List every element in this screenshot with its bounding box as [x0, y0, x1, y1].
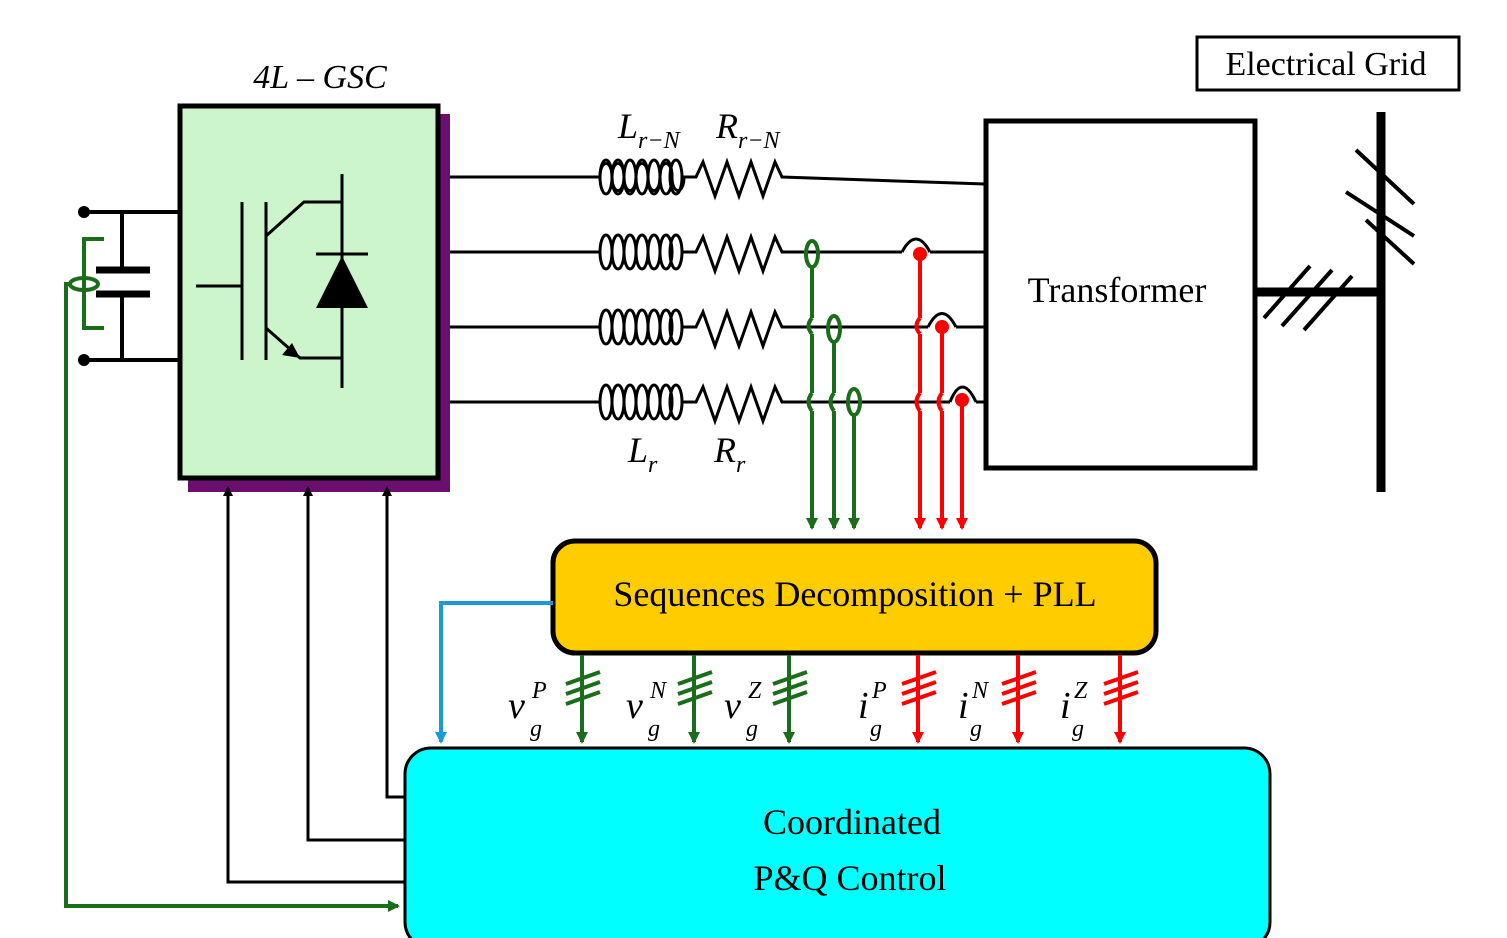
- pll-angle-line: [435, 601, 553, 744]
- phase-inductor-label: Lr: [627, 430, 658, 478]
- dc-link-capacitor: [84, 210, 182, 362]
- current-sensor-b: [935, 320, 949, 334]
- dc-terminal-negative: [78, 354, 90, 366]
- resistor-phase-a: [682, 232, 985, 276]
- dc-voltage-feedback-line: [64, 282, 400, 912]
- transformer-block: [983, 118, 1258, 471]
- signal-igP-label: igP: [858, 678, 887, 742]
- voltage-sense-lines: [804, 239, 862, 530]
- grid-bus: [1255, 112, 1386, 492]
- dc-terminal-positive: [78, 206, 90, 218]
- sequence-decomposition-block: [550, 538, 1159, 656]
- converter-label: 4L – GSC: [253, 59, 387, 96]
- resistor-neutral: [682, 157, 986, 201]
- gate-signal-lines: [223, 486, 405, 884]
- current-sequence-arrows: [901, 655, 1139, 744]
- diode-icon: [316, 256, 368, 308]
- neutral-resistor-label: Rr−N: [715, 106, 782, 154]
- current-sense-lines: [914, 254, 968, 530]
- phase-resistor-label: Rr: [713, 430, 746, 478]
- signal-vgP-label: vgP: [508, 678, 547, 742]
- grid-ground-hatch: [1262, 148, 1416, 332]
- signal-vgZ-label: vgZ: [724, 678, 762, 742]
- signal-igN-label: igN: [958, 678, 990, 742]
- phase-lines: [450, 175, 600, 404]
- control-label-line1: Coordinated: [763, 802, 941, 842]
- signal-igZ-label: igZ: [1060, 678, 1088, 742]
- inductor-phase-a: [598, 233, 684, 271]
- neutral-inductor-label: Lr−N: [617, 106, 682, 154]
- igbt-symbol: [196, 174, 368, 388]
- transformer-label: Transformer: [1028, 270, 1207, 310]
- grid-label: Electrical Grid: [1225, 46, 1426, 83]
- inductor-neutral: [598, 158, 686, 196]
- inductor-phase-b: [598, 308, 684, 346]
- grid-label-box: [1195, 35, 1461, 92]
- resistor-phase-b: [682, 307, 985, 351]
- control-block: [403, 746, 1272, 938]
- converter-block: [177, 103, 441, 481]
- voltage-sequence-arrows: [565, 655, 808, 744]
- current-sensor-c: [955, 393, 969, 407]
- dc-voltage-sensor: [68, 237, 104, 330]
- emitter-arrow-icon: [282, 343, 300, 358]
- sequence-decomposition-label: Sequences Decomposition + PLL: [613, 574, 1096, 614]
- inductor-phase-c: [598, 383, 684, 421]
- signal-vgN-label: vgN: [626, 678, 668, 742]
- control-label-line2: P&Q Control: [753, 858, 946, 898]
- current-sensor-a: [913, 247, 927, 261]
